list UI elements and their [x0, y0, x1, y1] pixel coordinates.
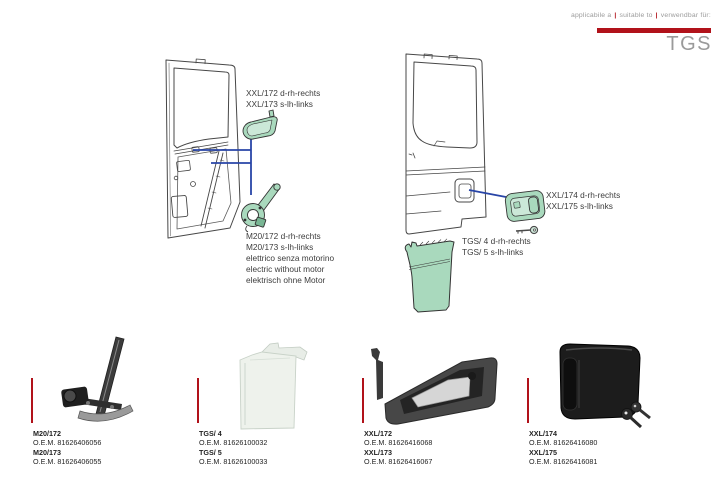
key-icon [515, 225, 539, 235]
label-line: XXL/173 s-lh-links [246, 99, 313, 109]
left-door-drawing [165, 58, 241, 239]
separator-bar: | [655, 12, 658, 19]
right-door-drawing [405, 53, 487, 235]
part-oem: O.E.M. 81626416080 [529, 438, 598, 448]
part-oem: O.E.M. 81626416081 [529, 456, 598, 466]
model-title: TGS [666, 33, 712, 55]
part-oem: O.E.M. 81626416067 [364, 456, 433, 466]
part-ref: XXL/174 [529, 429, 557, 438]
label-line: M20/173 s-lh-links [246, 242, 314, 252]
label-window-regulator-refs: M20/172 d-rh-rechts M20/173 s-lh-links e… [246, 231, 334, 286]
product-accent-rule [527, 378, 529, 423]
product-accent-rule [362, 378, 364, 423]
separator-bar: | [614, 12, 617, 19]
part-ref: XXL/172 [364, 429, 392, 438]
label-line: TGS/ 5 s-lh-links [462, 247, 524, 257]
part-ref: XXL/175 [529, 447, 557, 457]
label-interior-handle-refs: XXL/172 d-rh-rechts XXL/173 s-lh-links [246, 88, 320, 110]
callout-line-right [468, 189, 507, 198]
header-red-rule [597, 28, 711, 33]
label-line: elektrisch ohne Motor [246, 275, 326, 285]
label-line: TGS/ 4 d-rh-rechts [462, 236, 531, 246]
lower-panel-drawing [404, 238, 455, 313]
label-line: XXL/175 s-lh-links [546, 201, 613, 211]
product-label-block-lower-door-panel: TGS/ 4 O.E.M. 81626100032 TGS/ 5 O.E.M. … [199, 429, 267, 466]
interior-handle-drawing [242, 109, 278, 140]
exterior-handle-drawing [504, 190, 546, 222]
product-label-block-exterior-door-handle: XXL/174 O.E.M. 81626416080 XXL/175 O.E.M… [529, 429, 597, 466]
product-accent-rule [197, 378, 199, 423]
window-regulator-drawing [241, 183, 281, 233]
label-line: M20/172 d-rh-rechts [246, 231, 321, 241]
part-oem: O.E.M. 81626406055 [33, 456, 102, 466]
product-photo-window-regulator [61, 336, 134, 422]
label-line: XXL/174 d-rh-rechts [546, 190, 621, 200]
product-photo-exterior-door-handle [559, 343, 651, 429]
part-oem: O.E.M. 81626406056 [33, 438, 102, 448]
label-line: XXL/172 d-rh-rechts [246, 88, 321, 98]
product-photo-lower-door-panel [239, 342, 308, 430]
part-ref: XXL/173 [364, 447, 392, 457]
part-ref: TGS/ 5 [199, 447, 222, 457]
product-accent-rule [31, 378, 33, 423]
label-line: elettrico senza motorino [246, 253, 335, 263]
product-label-block-window-regulator: M20/172 O.E.M. 81626406056 M20/173 O.E.M… [33, 429, 101, 466]
applicability-note: applicabile a|suitable to|verwendbar für… [571, 12, 711, 19]
label-line: electric without motor [246, 264, 325, 274]
label-lower-panel-refs: TGS/ 4 d-rh-rechts TGS/ 5 s-lh-links [462, 236, 531, 258]
product-label-block-interior-door-handle: XXL/172 O.E.M. 81626416068 XXL/173 O.E.M… [364, 429, 432, 466]
product-photo-interior-door-handle [371, 348, 498, 425]
part-ref: M20/173 [33, 447, 61, 457]
applicability-segment-it: applicabile a [570, 12, 612, 19]
part-ref: M20/172 [33, 429, 61, 438]
label-exterior-handle-refs: XXL/174 d-rh-rechts XXL/175 s-lh-links [546, 190, 620, 212]
applicability-segment-de: verwendbar für: [660, 12, 711, 19]
applicability-segment-en: suitable to [619, 12, 653, 19]
callout-lines-left [193, 139, 252, 195]
part-oem: O.E.M. 81626416068 [364, 438, 433, 448]
part-oem: O.E.M. 81626100033 [199, 456, 268, 466]
part-ref: TGS/ 4 [199, 429, 222, 438]
part-oem: O.E.M. 81626100032 [199, 438, 268, 448]
